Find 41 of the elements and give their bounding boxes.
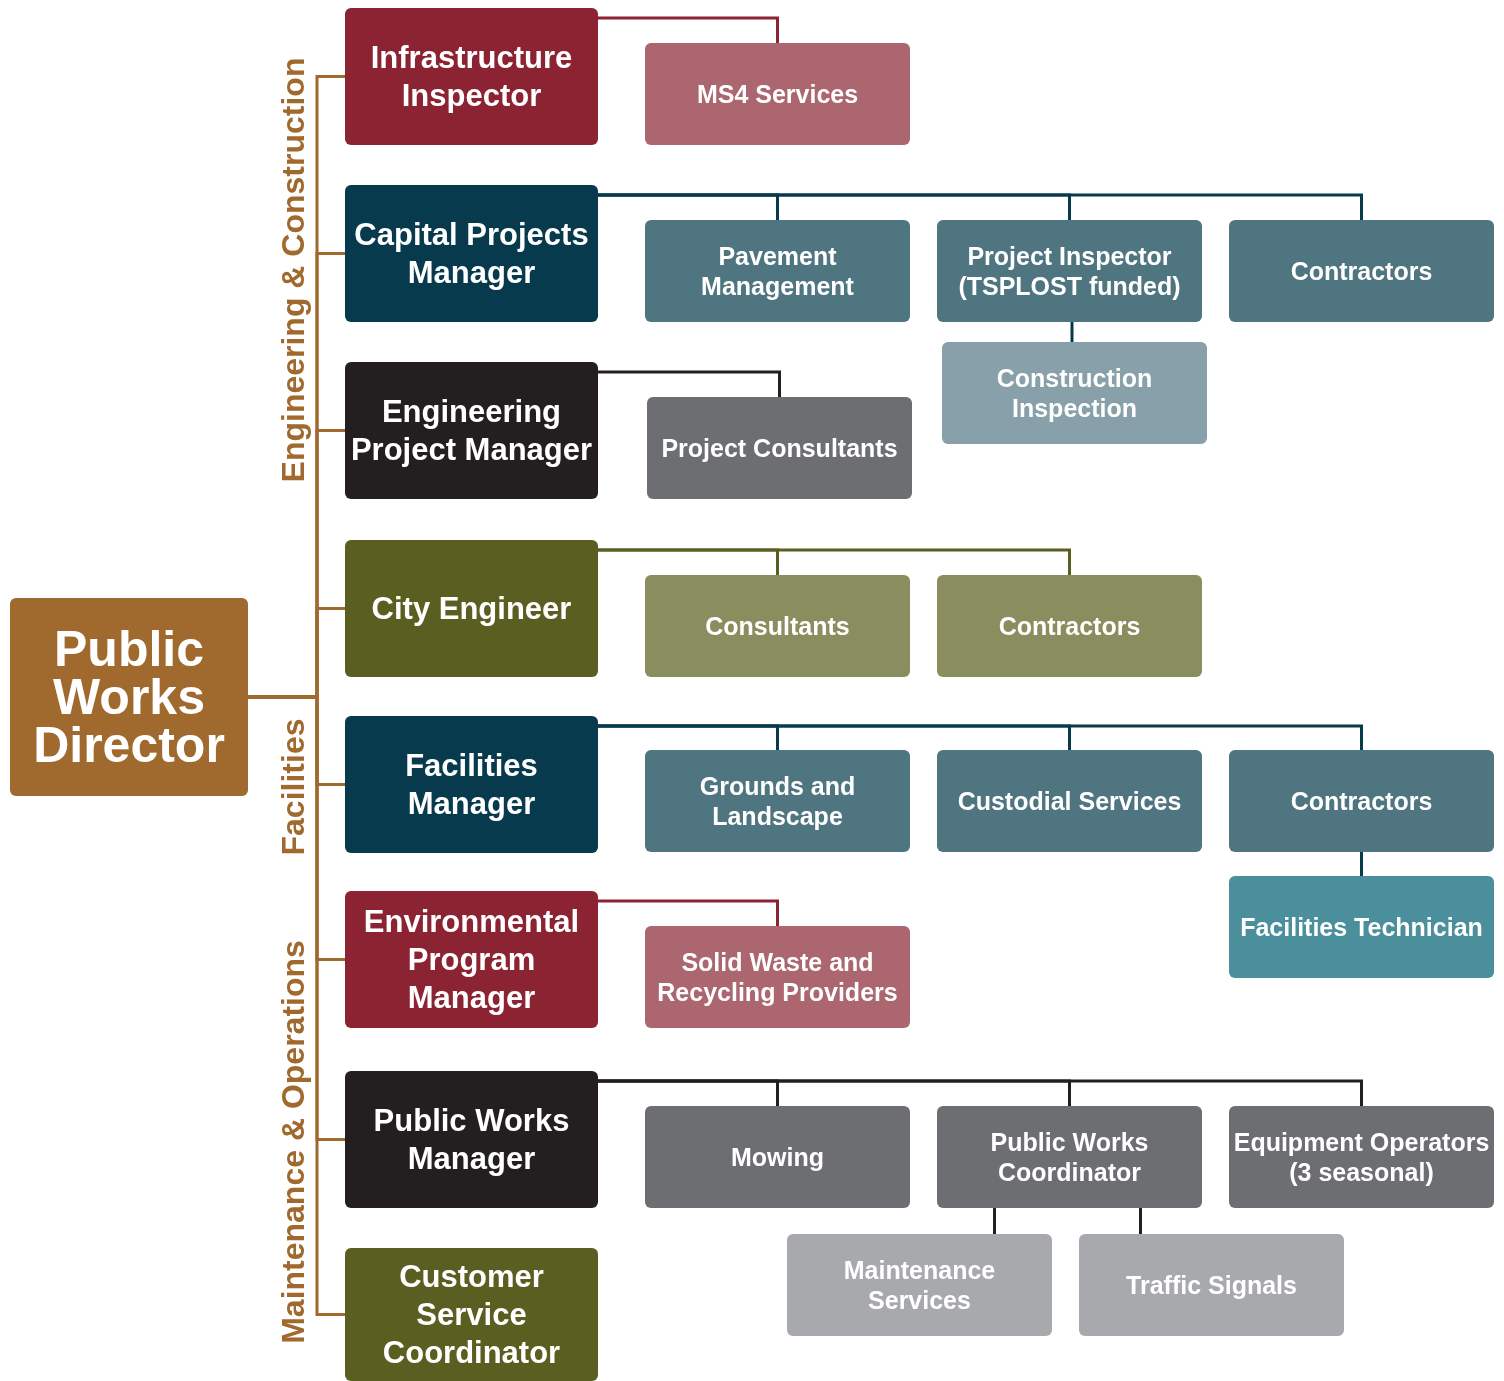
unit-box: Mowing (645, 1106, 910, 1208)
connector-line (1360, 852, 1363, 876)
connector-line (993, 1208, 996, 1234)
role-box: Public Works Director (10, 598, 248, 796)
connector-line (598, 193, 1363, 220)
unit-box: Contractors (1229, 750, 1494, 852)
unit-box: Consultants (645, 575, 910, 677)
unit-box: Maintenance Services (787, 1234, 1052, 1336)
section-label: Engineering & Construction (276, 57, 310, 483)
connector-line (1070, 322, 1074, 342)
unit-box: Public Works Coordinator (937, 1106, 1202, 1208)
section-label: Maintenance & Operations (276, 940, 310, 1344)
unit-box: Traffic Signals (1079, 1234, 1344, 1336)
unit-box: Solid Waste and Recycling Providers (645, 926, 910, 1028)
role-box: Capital Projects Manager (345, 185, 598, 322)
connector-line (598, 1079, 1363, 1106)
unit-box: MS4 Services (645, 43, 910, 145)
connector-line (1139, 1208, 1142, 1234)
unit-box: Contractors (1229, 220, 1494, 322)
unit-box: Facilities Technician (1229, 876, 1494, 978)
unit-box: Contractors (937, 575, 1202, 677)
unit-box: Pavement Management (645, 220, 910, 322)
connector-line (598, 548, 1071, 575)
unit-box: Custodial Services (937, 750, 1202, 852)
unit-box: Construction Inspection (942, 342, 1207, 444)
role-box: Engineering Project Manager (345, 362, 598, 499)
role-box: Customer Service Coordinator (345, 1248, 598, 1381)
connector-line (598, 899, 779, 926)
unit-box: Equipment Operators (3 seasonal) (1229, 1106, 1494, 1208)
unit-box: Grounds and Landscape (645, 750, 910, 852)
role-box: Public Works Manager (345, 1071, 598, 1208)
section-label: Facilities (276, 718, 310, 856)
unit-box: Project Consultants (647, 397, 912, 499)
connector-line (598, 724, 1363, 750)
role-box: City Engineer (345, 540, 598, 677)
role-box: Facilities Manager (345, 716, 598, 853)
connector-line (598, 370, 781, 397)
role-box: Environmental Program Manager (345, 891, 598, 1028)
connector-line (598, 16, 779, 43)
unit-box: Project Inspector (TSPLOST funded) (937, 220, 1202, 322)
role-box: Infrastructure Inspector (345, 8, 598, 145)
